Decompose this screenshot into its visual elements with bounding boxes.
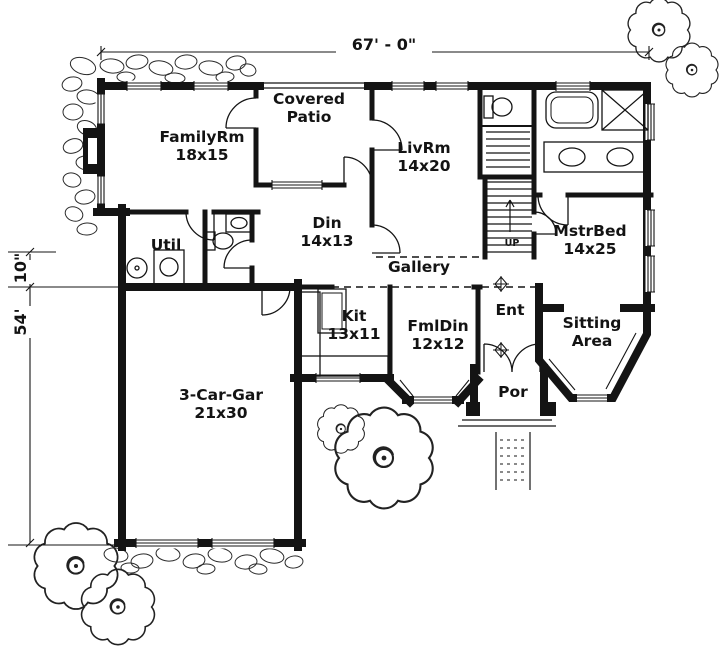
labels: 67' - 0" 10" 54' FamilyRm 18x15 Covered … <box>11 35 627 422</box>
stairs-direction-label: UP <box>505 238 520 249</box>
room-size-master: 14x25 <box>563 240 616 258</box>
room-label-sitting-line1: Sitting <box>563 314 622 332</box>
room-label-living: LivRm <box>397 139 450 157</box>
room-size-formal-dining: 12x12 <box>411 335 464 353</box>
toilet <box>205 231 216 251</box>
water-heater <box>126 257 148 279</box>
room-label-master: MstrBed <box>553 222 626 240</box>
room-label-garage: 3-Car-Gar <box>179 386 263 404</box>
door-swings <box>185 97 569 373</box>
stone-border <box>61 54 304 575</box>
room-label-entry: Ent <box>495 301 525 319</box>
light-fixture-marker <box>493 276 509 292</box>
room-label-dining: Din <box>312 214 341 232</box>
room-label-kitchen: Kit <box>342 307 367 325</box>
closet-shelves <box>486 131 530 168</box>
room-label-patio-line2: Patio <box>287 108 332 126</box>
porch-column <box>542 402 556 416</box>
dimension-side-lower: 54' <box>11 308 30 335</box>
stairs-up-arrow <box>505 199 515 232</box>
room-label-family: FamilyRm <box>159 128 244 146</box>
cased-openings <box>332 256 537 288</box>
dimension-lines <box>8 46 654 548</box>
tub <box>545 91 599 129</box>
room-size-family: 18x15 <box>175 146 228 164</box>
room-label-utility: Util <box>151 236 182 254</box>
kitchen-counter <box>300 291 321 377</box>
kitchen-island <box>317 288 347 334</box>
room-label-sitting-line2: Area <box>572 332 613 350</box>
room-label-patio-line1: Covered <box>273 90 345 108</box>
room-label-porch: Por <box>498 383 528 401</box>
vanity <box>543 141 649 173</box>
room-size-dining: 14x13 <box>300 232 353 250</box>
dimension-side-upper: 10" <box>11 253 30 284</box>
dimension-width: 67' - 0" <box>352 35 416 54</box>
patio-edge <box>258 82 368 89</box>
porch-column <box>466 402 480 416</box>
fixtures <box>83 89 649 377</box>
washer-dryer <box>153 249 185 285</box>
light-fixture-marker <box>493 342 509 358</box>
staircase <box>487 181 532 253</box>
room-size-kitchen: 13x11 <box>327 325 380 343</box>
toilet <box>483 95 494 119</box>
room-size-living: 14x20 <box>397 157 450 175</box>
bath-sink <box>225 213 253 233</box>
room-label-gallery: Gallery <box>388 258 450 276</box>
room-size-garage: 21x30 <box>194 404 247 422</box>
room-label-formal-dining: FmlDin <box>407 317 468 335</box>
shower <box>601 89 649 131</box>
porch-walkway <box>458 402 556 490</box>
